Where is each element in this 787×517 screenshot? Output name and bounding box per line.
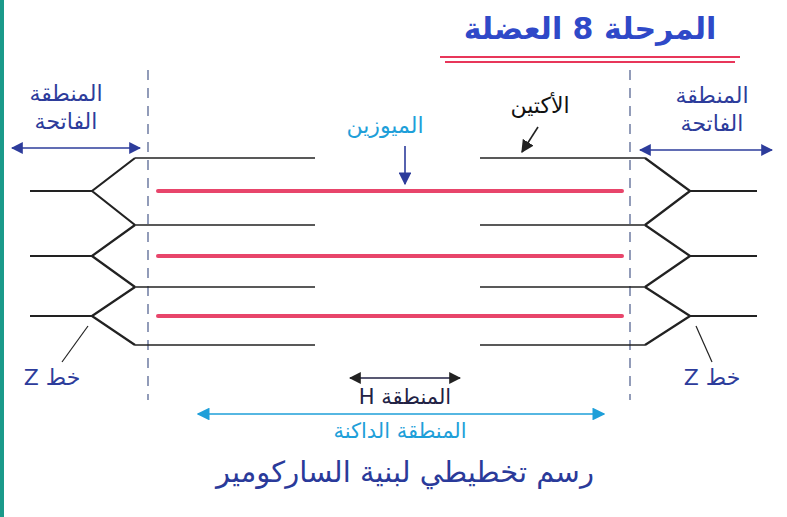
title-underline [440, 56, 740, 58]
part-label: الميوزين [346, 112, 423, 140]
myosin-filaments [158, 191, 622, 316]
region-label: المنطقة الفاتحة [657, 82, 767, 137]
dimension-arrow [350, 377, 460, 379]
part-label: خط Z [24, 364, 81, 392]
dimension-arrow [640, 149, 772, 151]
title: المرحلة 8 العضلة [464, 10, 717, 48]
leader-line [696, 326, 712, 362]
title-underline [445, 61, 735, 63]
caption: رسم تخطيطي لبنية الساركومير [216, 454, 594, 490]
dimension-arrow [198, 413, 604, 415]
z-line [30, 158, 757, 345]
leader-arrow [404, 146, 406, 184]
part-label: خط Z [684, 364, 741, 392]
actin-filaments [135, 158, 645, 345]
region-label: المنطقة الداكنة [333, 418, 466, 444]
leader-arrow [522, 127, 538, 152]
part-label: الأكتين [510, 92, 569, 120]
boundary-line [147, 70, 148, 400]
region-label: المنطقة الفاتحة [11, 80, 121, 135]
region-label: المنطقة H [359, 384, 451, 410]
boundary-line [629, 70, 630, 400]
leader-line [62, 326, 88, 362]
edge-strip [0, 0, 4, 517]
dimension-arrow [12, 147, 140, 149]
